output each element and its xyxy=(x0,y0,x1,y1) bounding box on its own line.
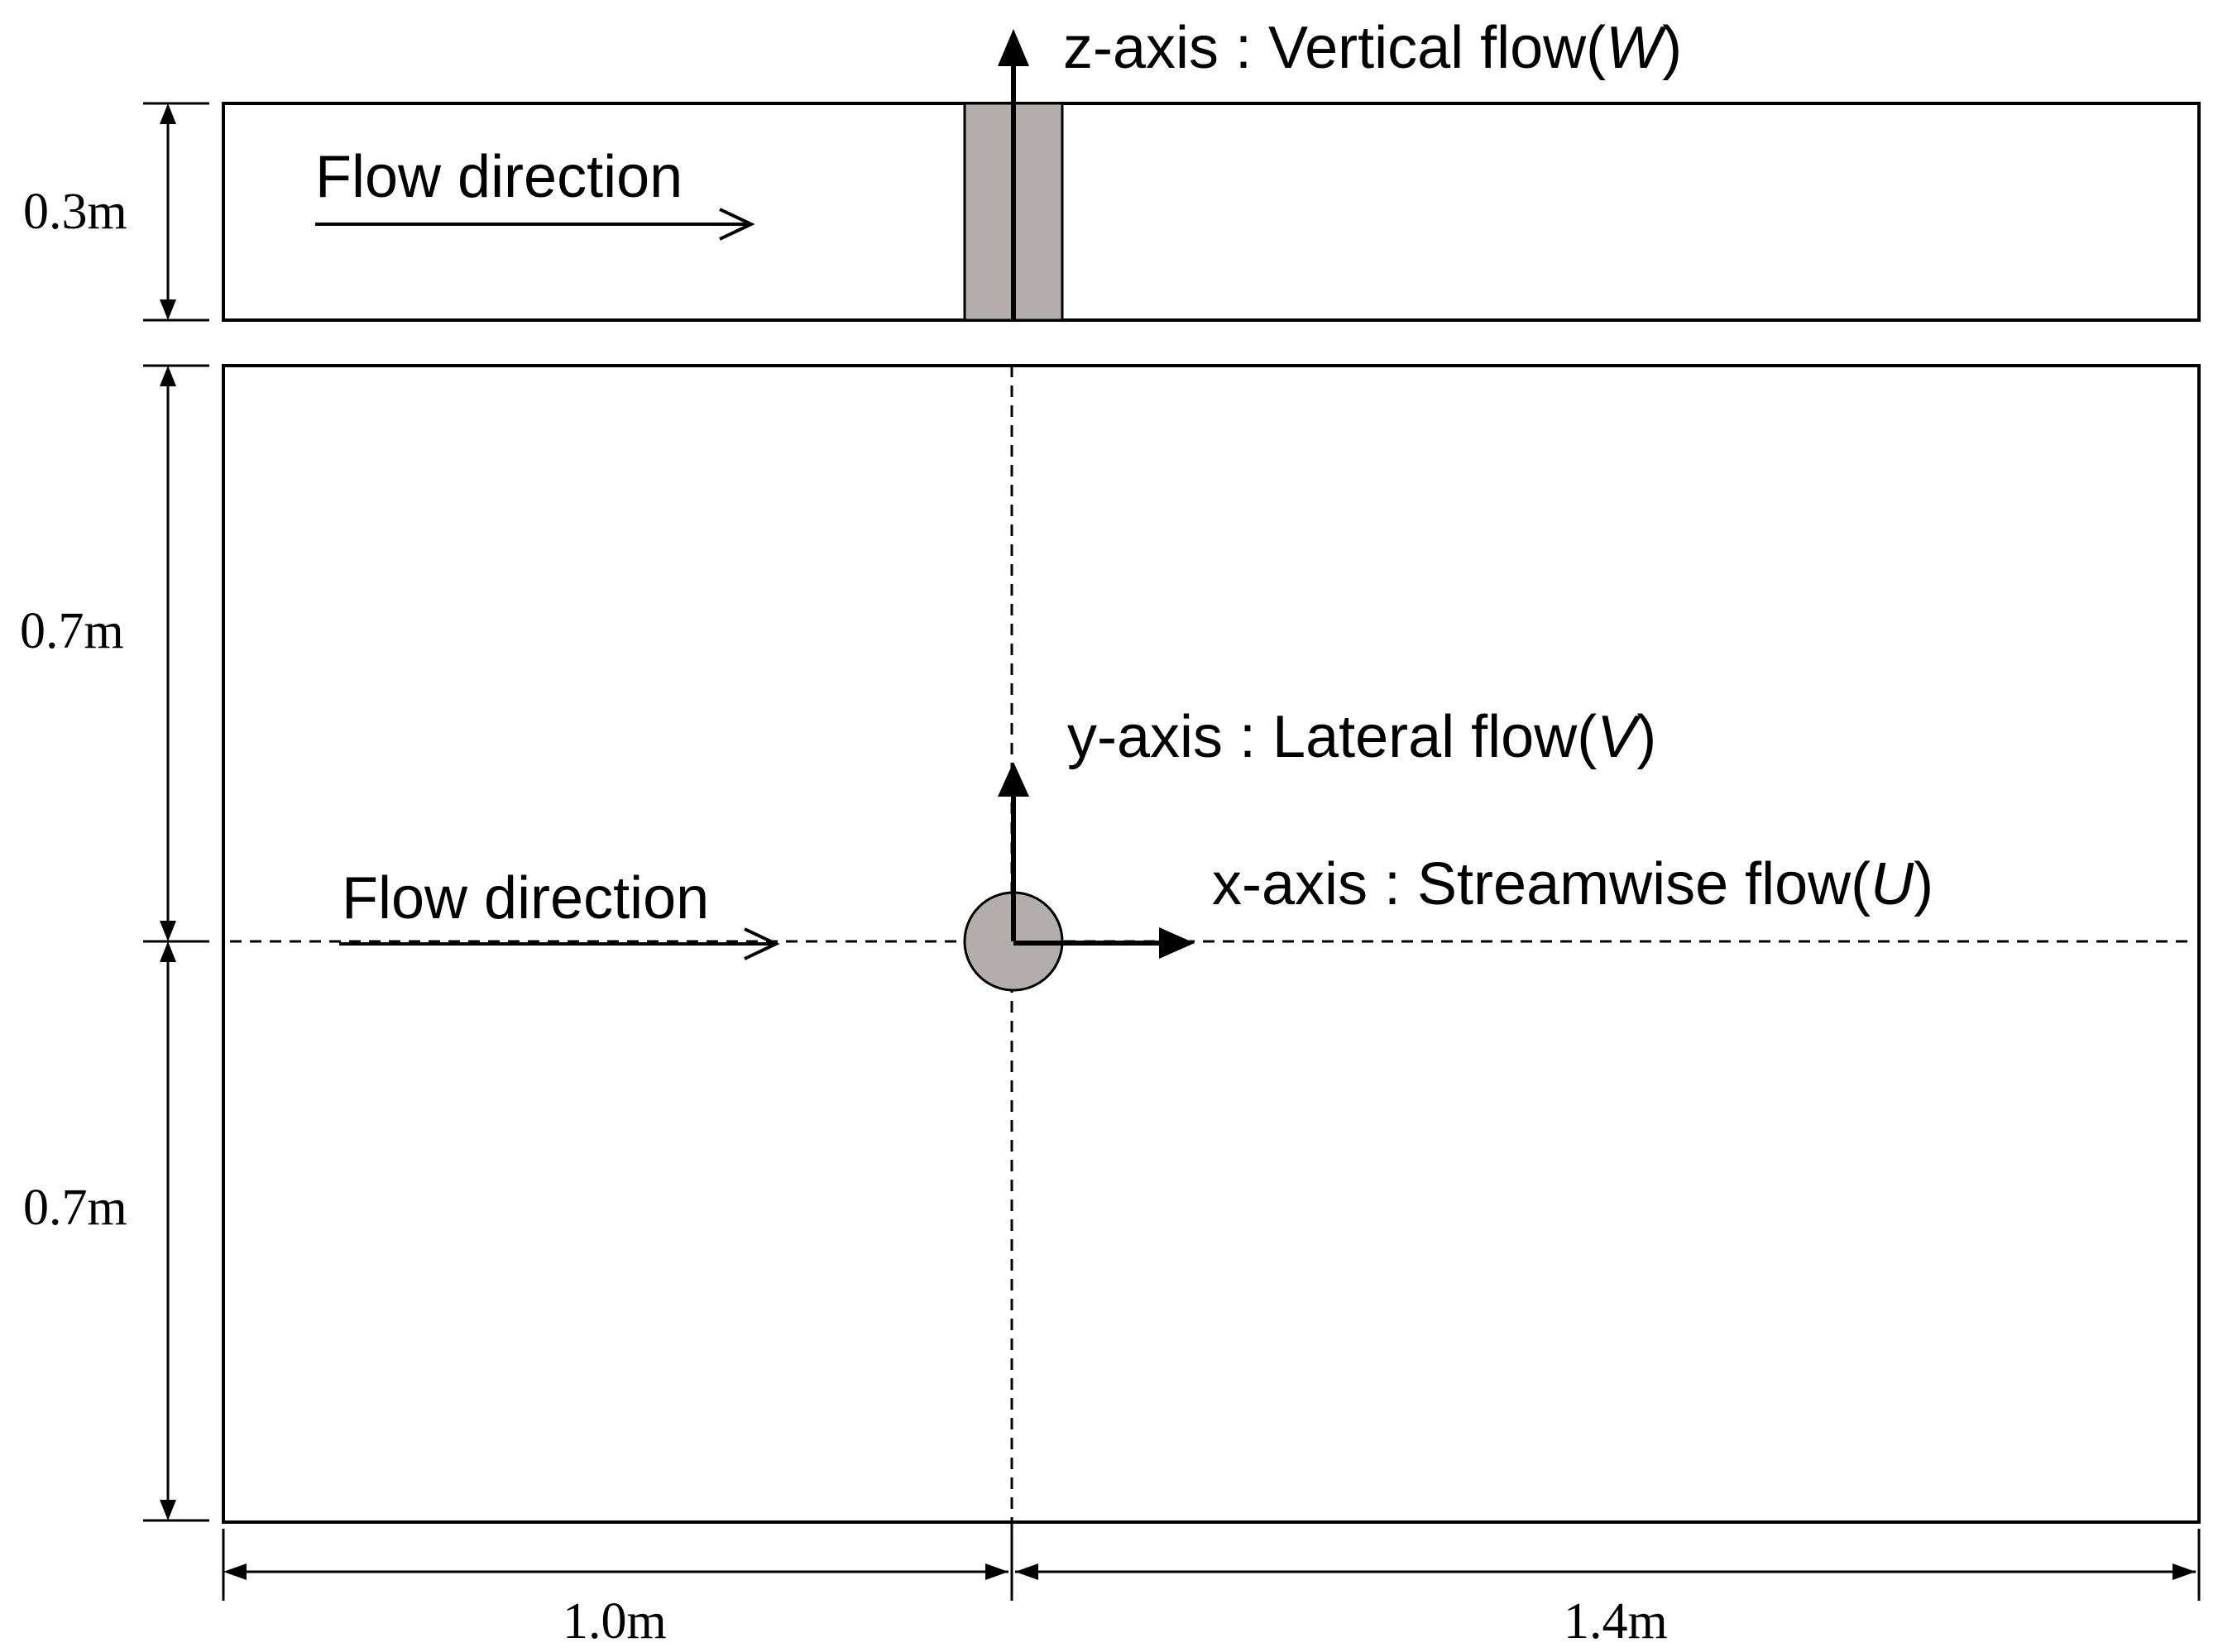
y-axis-label-prefix: y-axis : Lateral flow( xyxy=(1067,704,1597,770)
x-axis-symbol: U xyxy=(1871,851,1914,917)
width-dimensions xyxy=(143,364,209,1522)
y-axis-label-suffix: ) xyxy=(1636,704,1656,770)
upper-width-label: 0.7m xyxy=(20,603,124,659)
y-axis-symbol: V xyxy=(1597,704,1641,770)
plan-view-channel xyxy=(222,364,2201,1524)
y-axis-label: y-axis : Lateral flow(V) xyxy=(1067,704,1656,770)
side-view: 0.3m Flow direction z-axis : Vertical fl… xyxy=(23,15,2201,322)
x-axis-label-suffix: ) xyxy=(1914,851,1933,917)
z-axis-label: z-axis : Vertical flow(W) xyxy=(1063,15,1682,81)
side-flow-direction-label: Flow direction xyxy=(315,144,683,210)
x-axis-label-prefix: x-axis : Streamwise flow( xyxy=(1212,851,1871,917)
z-axis-symbol: W xyxy=(1606,15,1667,81)
lower-width-label: 0.7m xyxy=(23,1180,127,1236)
x-axis-arrow xyxy=(1013,927,1195,959)
depth-dimension xyxy=(143,102,209,322)
downstream-length-label: 1.4m xyxy=(1564,1593,1668,1650)
upstream-length-label: 1.0m xyxy=(563,1593,667,1650)
side-flow-arrow xyxy=(315,208,755,241)
length-dimensions xyxy=(222,1529,2201,1601)
z-axis-label-suffix: ) xyxy=(1662,15,1682,81)
plan-flow-arrow xyxy=(339,927,780,960)
z-axis-label-prefix: z-axis : Vertical flow( xyxy=(1063,15,1606,81)
x-axis-label: x-axis : Streamwise flow(U) xyxy=(1212,851,1933,917)
plan-flow-direction-label: Flow direction xyxy=(342,865,709,931)
plan-view: 0.7m 0.7m Flow direction y-axis : Latera… xyxy=(20,364,2201,1650)
depth-label: 0.3m xyxy=(23,184,127,240)
z-axis-arrow xyxy=(998,29,1029,320)
y-axis-arrow xyxy=(998,762,1029,941)
side-view-channel xyxy=(222,102,2201,322)
